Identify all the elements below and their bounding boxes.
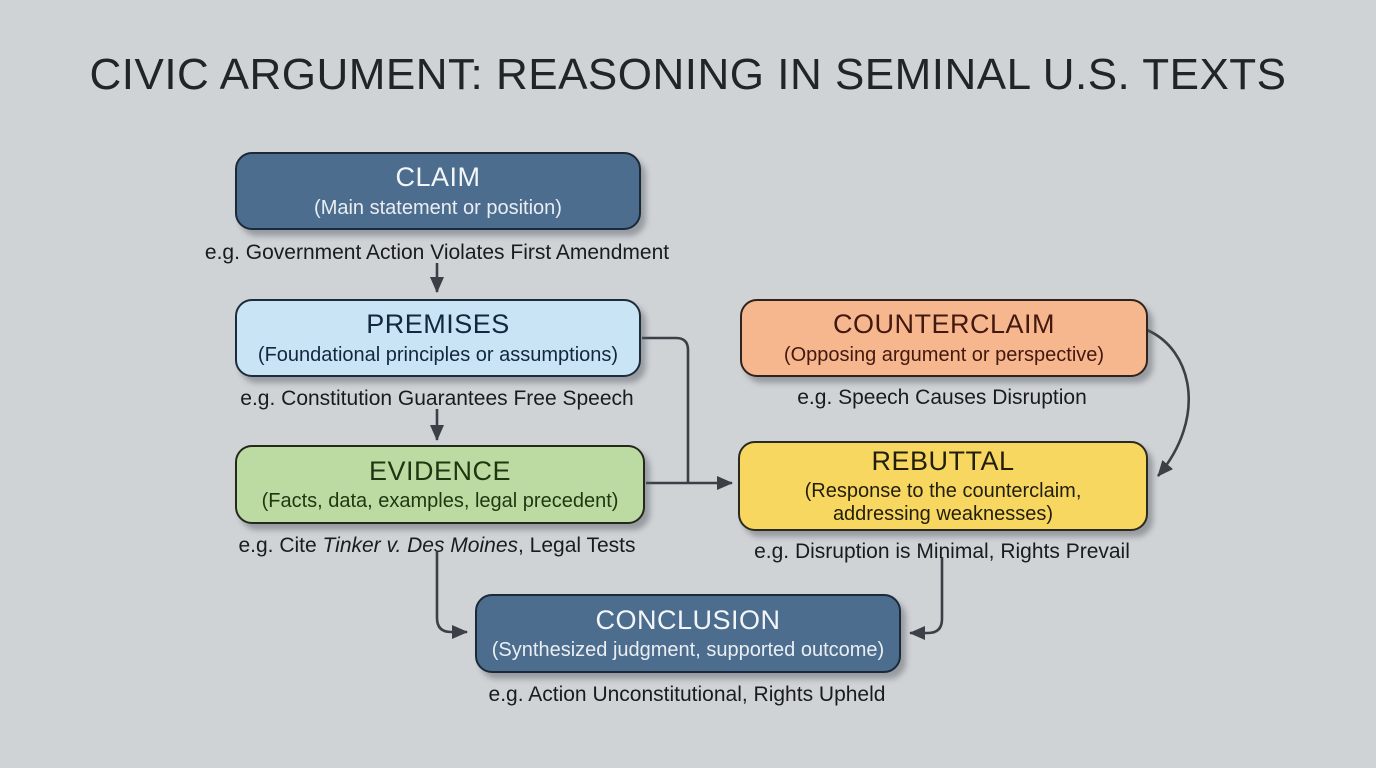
node-rebuttal: REBUTTAL (Response to the counterclaim, … <box>738 441 1148 531</box>
node-evidence: EVIDENCE (Facts, data, examples, legal p… <box>235 445 645 524</box>
node-conclusion-example: e.g. Action Unconstitutional, Rights Uph… <box>488 683 886 706</box>
node-claim-sublabel: (Main statement or position) <box>314 196 562 219</box>
node-counterclaim-example: e.g. Speech Causes Disruption <box>797 386 1087 409</box>
node-evidence-label: EVIDENCE <box>368 455 512 486</box>
arrow-rebuttal-to-conclusion <box>909 557 944 640</box>
node-premises-label: PREMISES <box>366 309 510 340</box>
evidence-example-suffix: , Legal Tests <box>518 534 636 557</box>
node-conclusion-sublabel: (Synthesized judgment, supported outcome… <box>491 639 885 662</box>
arrow-evidence-to-conclusion <box>435 552 468 639</box>
node-rebuttal-example: e.g. Disruption is Minimal, Rights Preva… <box>754 540 1130 563</box>
evidence-example-case-citation: Tinker v. Des Moines <box>322 534 518 557</box>
node-claim: CLAIM (Main statement or position) <box>235 152 641 230</box>
node-counterclaim-sublabel: (Opposing argument or perspective) <box>783 343 1105 366</box>
node-rebuttal-sublabel-line2: addressing weaknesses) <box>832 503 1054 526</box>
node-counterclaim: COUNTERCLAIM (Opposing argument or persp… <box>740 299 1148 377</box>
node-evidence-sublabel: (Facts, data, examples, legal precedent) <box>261 490 619 513</box>
node-claim-label: CLAIM <box>395 162 481 193</box>
node-claim-example: e.g. Government Action Violates First Am… <box>204 241 670 264</box>
node-premises-example: e.g. Constitution Guarantees Free Speech <box>240 387 634 410</box>
node-rebuttal-sublabel-line1: (Response to the counterclaim, <box>804 480 1082 503</box>
node-counterclaim-label: COUNTERCLAIM <box>832 309 1055 340</box>
node-premises-sublabel: (Foundational principles or assumptions) <box>257 343 619 366</box>
node-premises: PREMISES (Foundational principles or ass… <box>235 299 641 377</box>
node-evidence-example: e.g. Cite Tinker v. Des Moines, Legal Te… <box>127 533 747 558</box>
node-rebuttal-label: REBUTTAL <box>871 445 1015 476</box>
node-conclusion-label: CONCLUSION <box>595 604 781 635</box>
page-title: CIVIC ARGUMENT: REASONING IN SEMINAL U.S… <box>89 50 1287 99</box>
node-conclusion: CONCLUSION (Synthesized judgment, suppor… <box>475 594 901 673</box>
node-rebuttal-sublabel: (Response to the counterclaim, addressin… <box>805 480 1082 526</box>
evidence-example-prefix: e.g. Cite <box>238 534 323 557</box>
